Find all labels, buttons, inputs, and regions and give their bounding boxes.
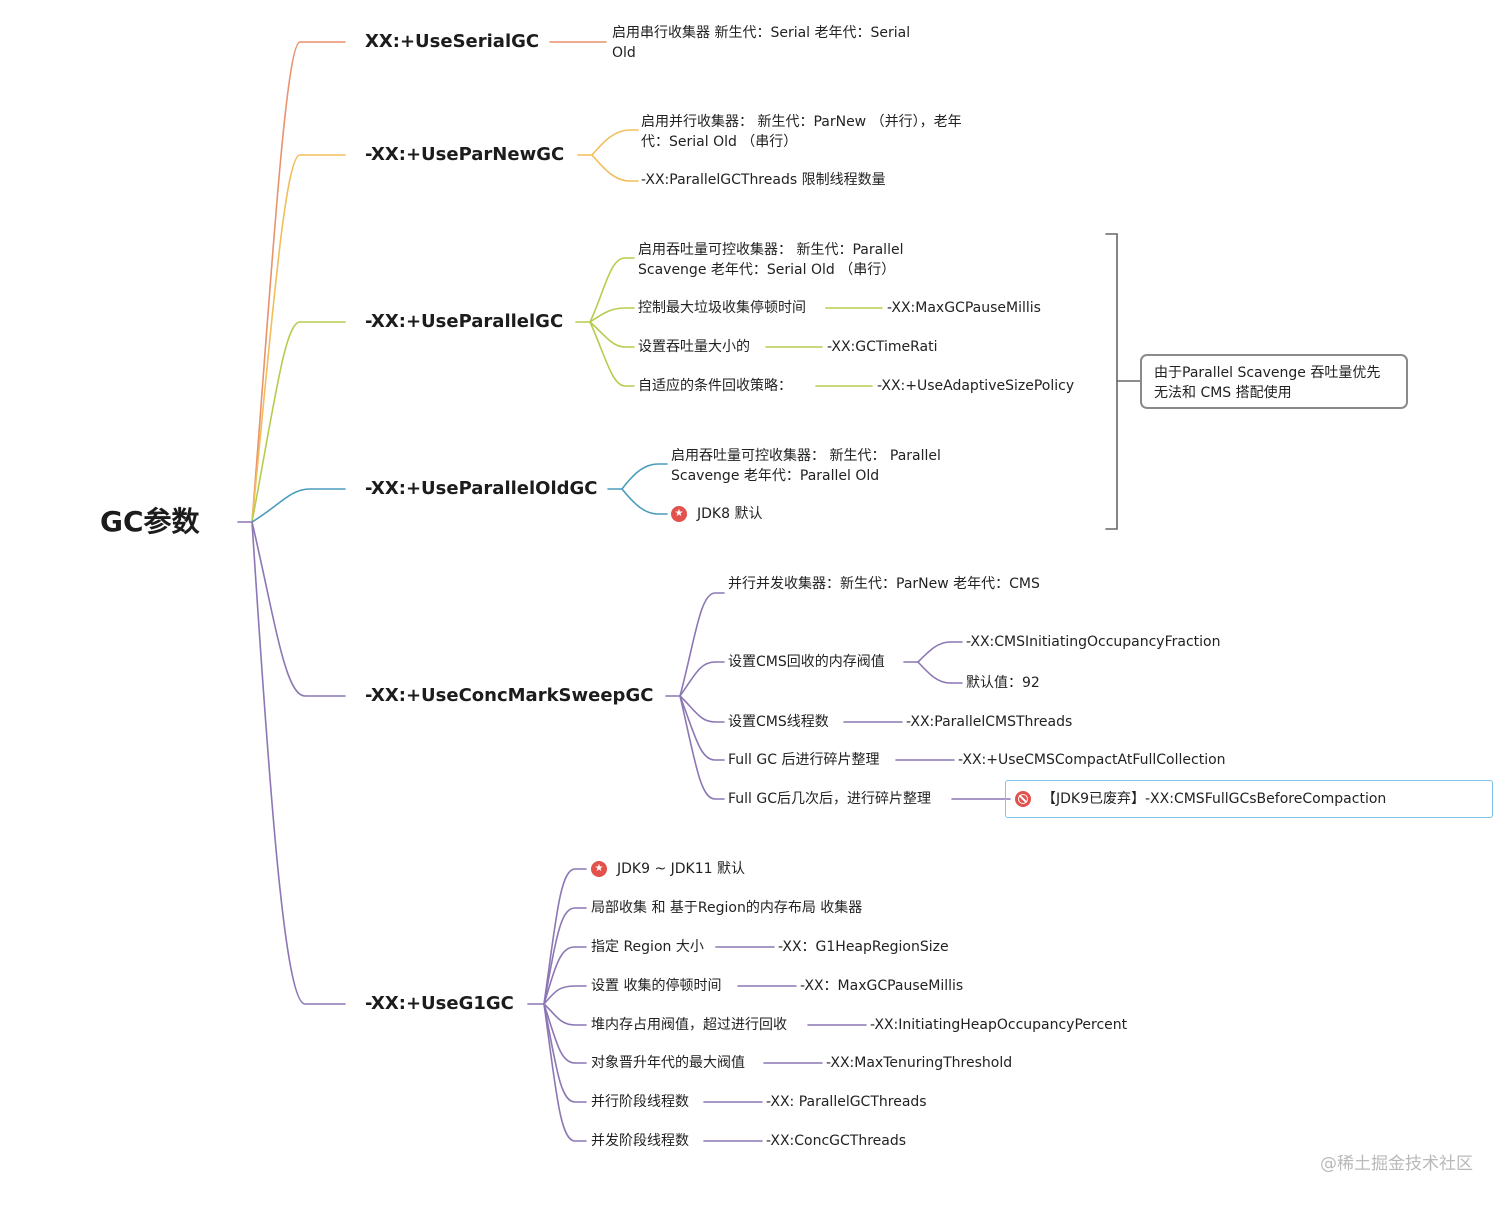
- parallel-item-value[interactable]: -XX:MaxGCPauseMillis: [887, 300, 1041, 316]
- link-parallel-desc: [589, 257, 635, 323]
- link-cms-item-1: [679, 695, 725, 761]
- link-cms-desc: [679, 592, 725, 697]
- link-parallel-item-1: [589, 321, 635, 348]
- parnew-threads[interactable]: -XX:ParallelGCThreads 限制线程数量: [641, 172, 886, 188]
- parallel-item-label[interactable]: 控制最大垃圾收集停顿时间: [638, 300, 806, 316]
- serial-desc[interactable]: 启用串行收集器 新生代：Serial 老年代：Serial Old: [612, 25, 911, 61]
- parallel-item-value[interactable]: -XX:GCTimeRati: [827, 339, 938, 355]
- link-parallel: [251, 321, 346, 523]
- g1-item-value[interactable]: -XX：G1HeapRegionSize: [778, 939, 949, 955]
- link-parnew: [251, 154, 346, 523]
- parallel-item-label[interactable]: 自适应的条件回收策略：: [638, 378, 792, 394]
- link-cms: [251, 521, 346, 697]
- branch-cms[interactable]: -XX:+UseConcMarkSweepGC: [365, 685, 654, 706]
- g1-item-label[interactable]: 并行阶段线程数: [591, 1094, 689, 1110]
- link-cms-item-2: [679, 695, 725, 800]
- g1-item-value[interactable]: -XX：MaxGCPauseMillis: [800, 978, 964, 994]
- parnew-desc[interactable]: 启用并行收集器： 新生代：ParNew （并行），老年代：Serial Old …: [641, 114, 962, 150]
- link-parallelold-desc: [621, 463, 668, 490]
- link-cms-threshold: [679, 661, 725, 697]
- g1-item-value[interactable]: -XX: ParallelGCThreads: [766, 1094, 927, 1110]
- link-g1-item-3: [543, 1003, 587, 1064]
- parallel-item-value[interactable]: -XX:+UseAdaptiveSizePolicy: [877, 378, 1075, 394]
- g1-item-label[interactable]: 堆内存占用阀值，超过进行回收: [591, 1017, 787, 1033]
- link-g1-item-4: [543, 1003, 587, 1103]
- link-cms-threshold-default: [917, 661, 963, 684]
- deprecated-highlight[interactable]: [1005, 780, 1493, 818]
- g1-item-value[interactable]: -XX:ConcGCThreads: [766, 1133, 907, 1149]
- branch-serial[interactable]: XX:+UseSerialGC: [365, 31, 540, 52]
- cms-item-label[interactable]: 设置CMS线程数: [728, 714, 829, 730]
- link-g1-item-2: [543, 1003, 587, 1026]
- link-g1-item-5: [543, 1003, 587, 1142]
- link-cms-item-0: [679, 695, 725, 723]
- g1-desc[interactable]: 局部收集 和 基于Region的内存布局 收集器: [591, 900, 863, 916]
- link-g1: [251, 521, 346, 1005]
- link-serial: [251, 41, 346, 523]
- cms-item-value[interactable]: -XX:ParallelCMSThreads: [906, 714, 1073, 730]
- link-parallel-item-2: [589, 321, 635, 387]
- link-g1-default: [543, 868, 587, 1005]
- link-parnew-desc: [591, 129, 639, 156]
- cms-item-label[interactable]: Full GC 后进行碎片整理: [728, 752, 880, 768]
- star-icon: ★: [591, 861, 607, 877]
- g1-item-value[interactable]: -XX:MaxTenuringThreshold: [826, 1055, 1013, 1071]
- link-cms-threshold-param: [917, 641, 963, 663]
- link-parallelold-default: [621, 488, 668, 515]
- cms-desc[interactable]: 并行并发收集器：新生代：ParNew 老年代：CMS: [728, 576, 1040, 592]
- g1-item-label[interactable]: 并发阶段线程数: [591, 1133, 689, 1149]
- parallel-item-label[interactable]: 设置吞吐量大小的: [638, 339, 750, 355]
- cms-threshold-default[interactable]: 默认值：92: [966, 675, 1040, 691]
- cms-threshold-label[interactable]: 设置CMS回收的内存阀值: [728, 654, 885, 670]
- link-g1-item-0: [543, 946, 587, 1005]
- cms-item-label[interactable]: Full GC后几次后，进行碎片整理: [728, 791, 932, 807]
- g1-default[interactable]: JDK9 ~ JDK11 默认: [617, 861, 745, 877]
- cms-item-value[interactable]: -XX:+UseCMSCompactAtFullCollection: [958, 752, 1226, 768]
- group-bracket: [1105, 233, 1118, 530]
- g1-item-label[interactable]: 设置 收集的停顿时间: [591, 978, 722, 994]
- g1-item-label[interactable]: 指定 Region 大小: [591, 939, 704, 955]
- note-box[interactable]: 由于Parallel Scavenge 吞吐量优先 无法和 CMS 搭配使用: [1140, 354, 1408, 409]
- branch-parnew[interactable]: -XX:+UseParNewGC: [365, 144, 565, 165]
- link-parallel-item-0: [589, 307, 635, 323]
- link-g1-item-1: [543, 985, 587, 1005]
- branch-parallelold[interactable]: -XX:+UseParallelOldGC: [365, 478, 598, 499]
- cms-threshold-param[interactable]: -XX:CMSInitiatingOccupancyFraction: [966, 634, 1221, 650]
- root-topic[interactable]: GC参数: [100, 505, 200, 538]
- prohibited-icon: [1015, 791, 1031, 807]
- star-icon: ★: [671, 506, 687, 522]
- g1-item-label[interactable]: 对象晋升年代的最大阀值: [591, 1055, 745, 1071]
- branch-g1[interactable]: -XX:+UseG1GC: [365, 993, 514, 1014]
- parallelold-default[interactable]: JDK8 默认: [697, 506, 763, 522]
- link-parnew-threads: [591, 154, 639, 182]
- parallel-desc[interactable]: 启用吞吐量可控收集器： 新生代：Parallel Scavenge 老年代：Se…: [638, 242, 904, 278]
- branch-parallel[interactable]: -XX:+UseParallelGC: [365, 311, 564, 332]
- note-text: 由于Parallel Scavenge 吞吐量优先 无法和 CMS 搭配使用: [1154, 365, 1381, 401]
- link-g1-desc: [543, 907, 587, 1005]
- parallelold-desc[interactable]: 启用吞吐量可控收集器： 新生代： Parallel Scavenge 老年代：P…: [671, 448, 941, 484]
- watermark: @稀土掘金技术社区: [1320, 1154, 1473, 1174]
- link-parallelold: [251, 488, 346, 523]
- g1-item-value[interactable]: -XX:InitiatingHeapOccupancyPercent: [870, 1017, 1128, 1033]
- cms-item-value[interactable]: 【JDK9已废弃】-XX:CMSFullGCsBeforeCompaction: [1042, 791, 1387, 807]
